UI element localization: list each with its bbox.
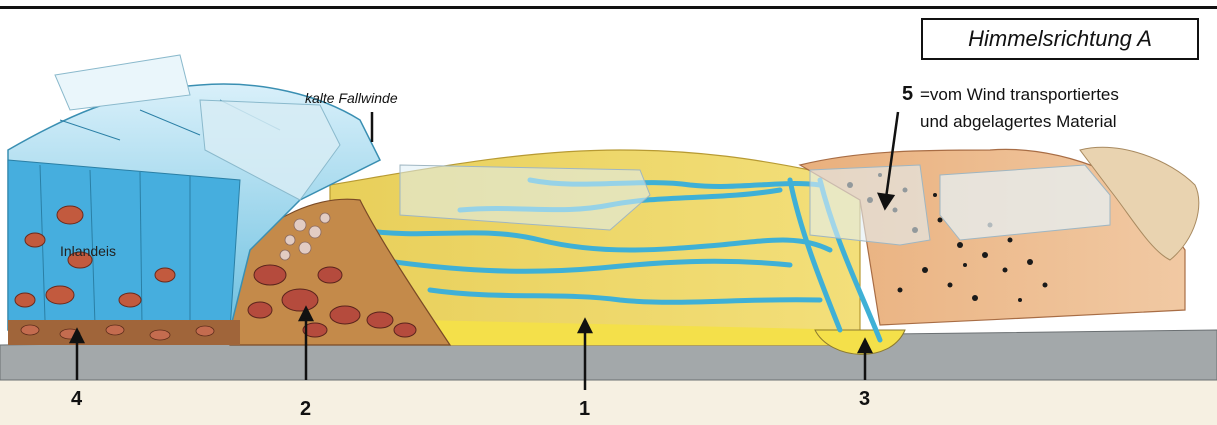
label-katabatic-winds: kalte Fallwinde (305, 90, 398, 106)
ground-strip (0, 378, 1217, 425)
compass-direction-box: Himmelsrichtung A (921, 18, 1199, 60)
marker-2: 2 (300, 398, 311, 421)
compass-label: Himmelsrichtung A (968, 26, 1152, 51)
legend-line-2: und abgelagertes Material (920, 112, 1117, 132)
marker-3: 3 (859, 388, 870, 411)
label-inland-ice: Inlandeis (60, 243, 116, 259)
marker-4: 4 (71, 388, 82, 411)
cutaway-block-loess (810, 165, 930, 245)
top-border (0, 6, 1217, 9)
legend-number: 5 (902, 83, 913, 106)
marker-1: 1 (579, 398, 590, 421)
legend-line-1: =vom Wind transportiertes (920, 85, 1119, 105)
